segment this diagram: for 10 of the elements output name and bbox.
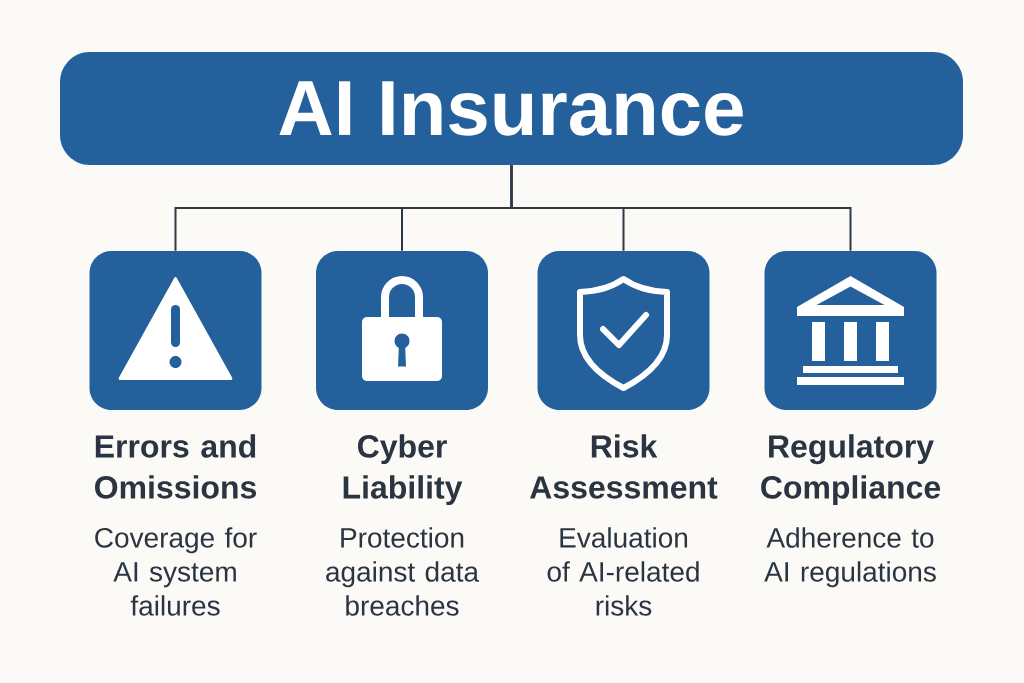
- tile-heading: Regulatory Compliance: [761, 434, 941, 506]
- tile-heading: Errors and Omissions: [95, 434, 256, 499]
- connector-line: [510, 164, 852, 252]
- description: Evaluation of AI-related risks: [547, 527, 699, 616]
- title-bar: AI Insurance: [60, 52, 963, 165]
- description: Protection against data breaches: [326, 527, 480, 616]
- description: Adherence to AI regulations: [764, 527, 936, 588]
- tile-heading: Risk Assessment: [530, 434, 718, 499]
- description: Coverage for AI system failures: [95, 527, 257, 616]
- tile-heading: Cyber Liability: [343, 434, 463, 506]
